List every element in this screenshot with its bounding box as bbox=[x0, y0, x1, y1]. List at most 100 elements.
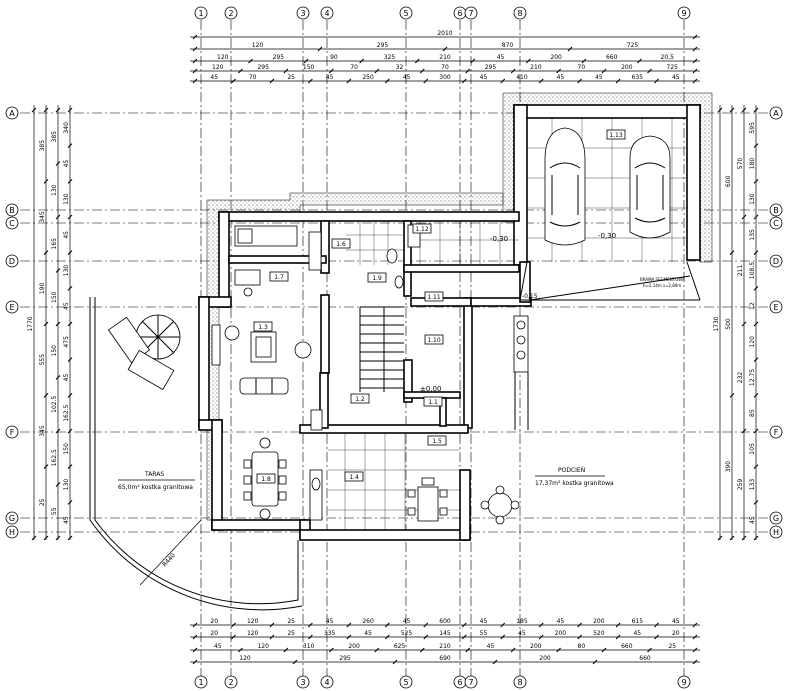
dimension-value: 410 bbox=[516, 74, 528, 81]
axis-label-C: C bbox=[9, 219, 15, 228]
dimension-tick bbox=[67, 178, 73, 184]
walls bbox=[198, 104, 701, 541]
room-label-box bbox=[350, 393, 370, 404]
axis-bubble-right-C bbox=[769, 216, 783, 230]
axis-bubble-bottom-7 bbox=[464, 675, 478, 689]
dimension-tick bbox=[43, 178, 49, 184]
dimension-tick bbox=[67, 143, 73, 149]
dimension-value: 80 bbox=[578, 643, 586, 650]
dimension-value: 259 bbox=[737, 479, 744, 491]
dimension-tick bbox=[269, 622, 275, 628]
dimension-value: 150 bbox=[303, 64, 315, 71]
dimension-value: 660 bbox=[639, 655, 651, 662]
dimension-value: 45 bbox=[63, 231, 70, 239]
room-label-box bbox=[256, 473, 276, 484]
axis-bubble-D bbox=[5, 254, 19, 268]
dimension-value: 45 bbox=[480, 74, 488, 81]
dimension-tick bbox=[423, 634, 429, 640]
axis-label-bottom-3: 3 bbox=[300, 678, 305, 687]
dimension-value: 210 bbox=[530, 64, 542, 71]
dimension-value: 520 bbox=[593, 630, 605, 637]
dimension-value: 600 bbox=[725, 175, 732, 187]
dimension-value: 25 bbox=[668, 643, 676, 650]
dimension-value: 595 bbox=[749, 122, 756, 134]
axis-bubble-5 bbox=[399, 6, 413, 20]
axis-bubble-C bbox=[5, 216, 19, 230]
dimension-tick bbox=[55, 268, 61, 273]
dimension-value: 150 bbox=[51, 291, 58, 303]
dimension-value: 500 bbox=[725, 318, 732, 330]
dimension-value: 190 bbox=[39, 282, 46, 294]
axis-bubble-bottom-1 bbox=[194, 675, 208, 689]
dimension-tick bbox=[384, 634, 390, 640]
dimension-tick bbox=[692, 68, 698, 74]
car-left-icon bbox=[544, 127, 586, 246]
dimension-tick bbox=[510, 68, 516, 74]
dimension-value: 45 bbox=[403, 618, 411, 625]
dimension-value: 45 bbox=[63, 516, 70, 524]
dimension-tick bbox=[328, 647, 334, 653]
axis-bubble-E bbox=[5, 300, 19, 314]
dimension-tick bbox=[248, 58, 253, 64]
dimension-tick bbox=[692, 58, 698, 64]
axis-label-G: G bbox=[9, 514, 15, 523]
dimension-value: 120 bbox=[247, 618, 259, 625]
dimension-tick bbox=[55, 321, 61, 327]
dimension-tick bbox=[43, 392, 49, 398]
axis-bubble-bottom-9 bbox=[677, 675, 691, 689]
axis-label-bottom-1: 1 bbox=[198, 678, 203, 687]
dimension-tick bbox=[556, 68, 562, 74]
level-hall: -0,30 bbox=[490, 235, 508, 243]
axis-label-H: H bbox=[9, 528, 15, 537]
dimension-tick bbox=[753, 178, 759, 184]
dimension-tick bbox=[31, 535, 37, 541]
axis-bubble-1 bbox=[194, 6, 208, 20]
dimension-tick bbox=[753, 107, 759, 113]
dimension-tick bbox=[577, 622, 583, 628]
dimension-value: 45 bbox=[595, 74, 603, 81]
dimension-tick bbox=[753, 499, 759, 505]
dimension-value: 260 bbox=[362, 618, 374, 625]
dimension-tick bbox=[538, 634, 544, 640]
axis-label-F: F bbox=[10, 428, 15, 437]
dimension-value: 625 bbox=[394, 643, 406, 650]
room-label-box bbox=[344, 471, 364, 482]
axis-label-right-G: G bbox=[773, 514, 779, 523]
dimension-tick bbox=[753, 143, 759, 149]
dimension-value: 130 bbox=[63, 479, 70, 491]
dimension-tick bbox=[692, 622, 698, 628]
bathroom-tiles bbox=[346, 221, 519, 265]
dimension-tick bbox=[43, 250, 49, 256]
dimension-value: 70 bbox=[350, 64, 358, 71]
dimension-value: 120 bbox=[257, 643, 269, 650]
dimension-value: 385 bbox=[39, 140, 46, 152]
dimension-value: 660 bbox=[621, 643, 633, 650]
dimension-tick bbox=[231, 634, 236, 640]
dimension-tick bbox=[231, 78, 236, 84]
dimension-tick bbox=[538, 78, 544, 84]
axis-label-right-B: B bbox=[773, 206, 779, 215]
dimension-tick bbox=[328, 68, 334, 74]
porch-label: PODCIEŃ bbox=[558, 467, 585, 474]
dimension-tick bbox=[192, 634, 198, 640]
dimension-value: 70 bbox=[578, 64, 586, 71]
dimension-tick bbox=[654, 634, 659, 640]
dimension-value: 635 bbox=[632, 74, 644, 81]
axis-label-7: 7 bbox=[468, 9, 473, 18]
dimension-tick bbox=[753, 250, 759, 256]
garage-door-note: BRAMA SEGMENTOWA bbox=[640, 277, 685, 282]
axis-label-right-A: A bbox=[773, 109, 779, 118]
dimension-value: 45 bbox=[557, 618, 565, 625]
dimension-tick bbox=[637, 58, 642, 64]
dimension-tick bbox=[423, 78, 429, 84]
dimension-value: 325 bbox=[384, 54, 396, 61]
axis-label-bottom-4: 4 bbox=[324, 678, 329, 687]
axis-bubble-bottom-2 bbox=[224, 675, 238, 689]
garage-door-size: h=2,14m s=2,80m bbox=[643, 283, 681, 288]
axis-bubble-F bbox=[5, 425, 19, 439]
dimension-value: 162.5 bbox=[63, 404, 70, 421]
dimension-lines-top bbox=[190, 36, 700, 82]
dimension-value: 210 bbox=[439, 54, 451, 61]
dimension-value: 120 bbox=[247, 630, 259, 637]
